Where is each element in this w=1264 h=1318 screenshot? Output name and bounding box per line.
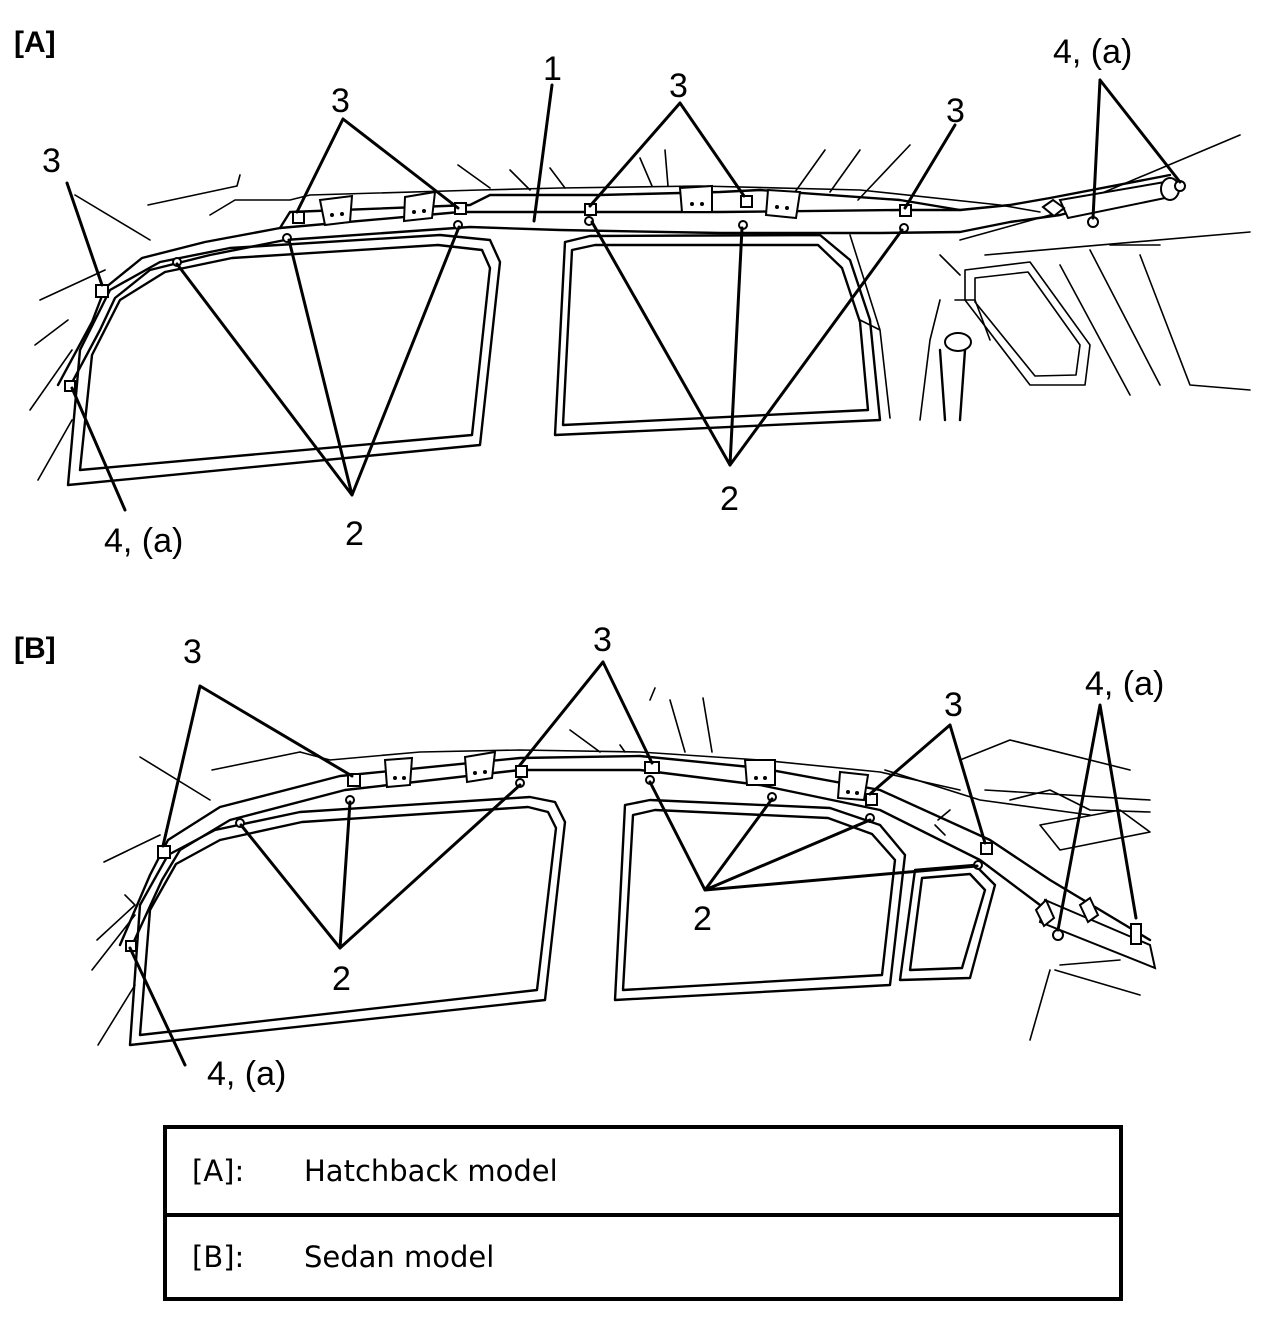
callout-bolt: 2	[693, 900, 712, 938]
callout-clip: 3	[42, 142, 61, 180]
callout-bolt: 2	[332, 960, 351, 998]
legend-row-sedan: [B]: Sedan model	[167, 1213, 1119, 1297]
legend-row-hatchback: [A]: Hatchback model	[167, 1129, 1119, 1213]
panel-b-quarter-window	[898, 863, 997, 982]
callout-clip: 3	[331, 82, 350, 120]
panel-a-tag: [A]	[14, 26, 56, 59]
legend-text: Sedan model	[304, 1240, 495, 1274]
panel-b-front-window	[128, 795, 567, 1047]
callout-clip: 3	[669, 67, 688, 105]
panel-a-body-lines	[29, 134, 1251, 481]
curtain-airbag-diagram: [A]	[14, 26, 1251, 1093]
panel-b-leaders	[128, 660, 1138, 1067]
panel-a-callouts: 1 3 3 3 3 2 2 4, (a) 4, (a)	[42, 33, 1132, 560]
panel-a-rear-window	[553, 233, 882, 437]
panel-a-hatchback: [A]	[14, 26, 1251, 560]
callout-inflator-bolt: 4, (a)	[1053, 33, 1132, 71]
callout-clip: 3	[593, 621, 612, 659]
legend-key: [A]:	[192, 1154, 245, 1188]
callout-airbag: 1	[543, 50, 562, 88]
legend-key: [B]:	[192, 1240, 245, 1274]
callout-clip: 3	[946, 92, 965, 130]
panel-b-curtain-airbag	[118, 754, 1157, 970]
callout-inflator-bolt: 4, (a)	[1085, 665, 1164, 703]
callout-bolt: 2	[720, 480, 739, 518]
legend-text: Hatchback model	[304, 1154, 558, 1188]
callout-bolt: 2	[345, 515, 364, 553]
panel-b-rear-window	[613, 798, 907, 1002]
panel-a-leaders	[65, 78, 1182, 512]
callout-inflator-bolt: 4, (a)	[104, 522, 183, 560]
panel-b-sedan: [B]	[14, 621, 1164, 1093]
legend-table: [A]: Hatchback model [B]: Sedan model	[163, 1125, 1123, 1301]
panel-a-clips	[64, 180, 1186, 392]
callout-clip: 3	[183, 633, 202, 671]
panel-a-front-window	[66, 233, 502, 487]
callout-clip: 3	[944, 686, 963, 724]
callout-inflator-bolt: 4, (a)	[207, 1055, 286, 1093]
panel-b-clips	[125, 750, 1142, 952]
panel-b-callouts: 3 3 3 2 2 4, (a) 4, (a)	[183, 621, 1164, 1093]
panel-b-tag: [B]	[14, 632, 56, 665]
